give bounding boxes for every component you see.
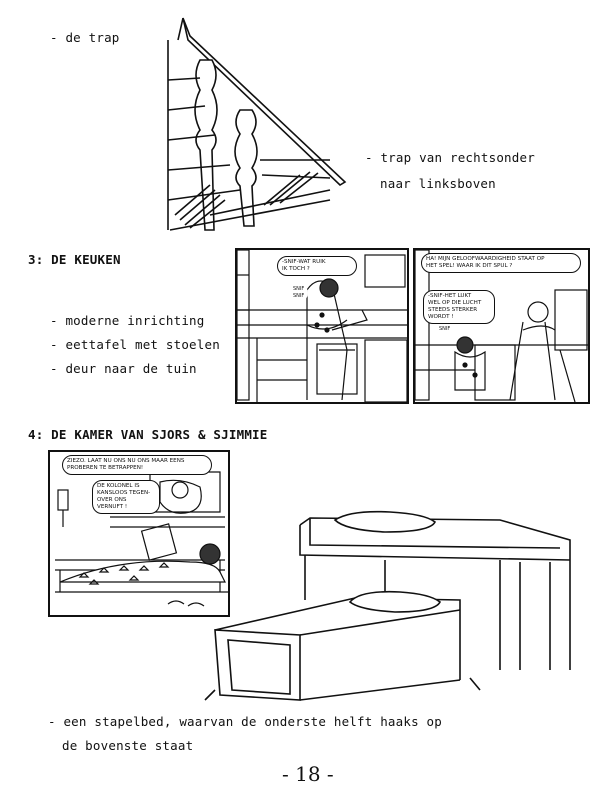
kitchen-panel1-speech-bubble: -SNIF-WAT RUIK IK TOCH ? (277, 256, 357, 276)
bedroom-scene (55, 471, 228, 607)
kitchen-item-1: - moderne inrichting (50, 313, 205, 328)
kitchen-item-2: - eettafel met stoelen (50, 337, 220, 352)
kitchen-scene-2 (415, 250, 588, 402)
kitchen-comic-panel-2: HA! MIJN GELOOFWAARDIGHEID STAAT OP HET … (413, 248, 590, 404)
kitchen-panel2-speech-bubble-left: -SNIF-HET LUKT WEL OP DIE LUCHT STEEDS S… (423, 290, 495, 324)
bedroom-speech-bubble-mid: DE KOLONEL IS KANSLOOS TEGEN- OVER ONS V… (92, 480, 160, 514)
kitchen-comic-panel-1: -SNIF-WAT RUIK IK TOCH ? SNIF SNIF (235, 248, 409, 404)
stairs-note-line1: - trap van rechtsonder (365, 150, 535, 165)
stairs-item: - de trap (50, 30, 120, 45)
room-caption-line1: - een stapelbed, waarvan de onderste hel… (48, 714, 443, 729)
kitchen-item-3: - deur naar de tuin (50, 361, 197, 376)
bedroom-comic-panel: ZIEZO. LAAT NU ONS NU ONS MAAR EENS PROB… (48, 450, 230, 617)
kitchen-panel2-speech-bubble-top: HA! MIJN GELOOFWAARDIGHEID STAAT OP HET … (421, 253, 581, 273)
kitchen-panel2-sfx: SNIF (435, 324, 455, 335)
bedroom-speech-bubble-top: ZIEZO. LAAT NU ONS NU ONS MAAR EENS PROB… (62, 455, 212, 475)
kitchen-heading: 3: DE KEUKEN (28, 252, 121, 267)
room-caption-line2: de bovenste staat (62, 738, 194, 753)
kitchen-scene-1 (237, 250, 407, 402)
room-heading: 4: DE KAMER VAN SJORS & SJIMMIE (28, 427, 268, 442)
kitchen-panel1-sfx: SNIF SNIF (289, 284, 309, 302)
stairs-note-line2: naar linksboven (380, 176, 496, 191)
page-number: - 18 - (282, 762, 334, 786)
